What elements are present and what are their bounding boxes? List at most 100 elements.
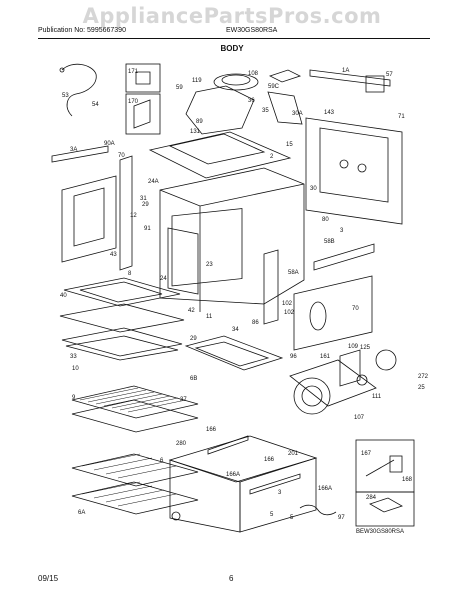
callout-53: 53 — [62, 93, 69, 99]
top-plate-2 — [148, 131, 292, 179]
inset-box-170 — [125, 93, 161, 135]
callout-29: 29 — [142, 202, 149, 208]
side-panel-70-right — [293, 275, 373, 351]
callout-131: 131 — [190, 129, 201, 135]
model-caption: BEW30GS80RSA — [356, 529, 404, 535]
model-number: EW30GS80RSA — [226, 27, 278, 34]
header-rule — [38, 38, 430, 39]
rack-9 — [71, 399, 199, 433]
callout-5: 5 — [290, 515, 294, 521]
section-title: BODY — [220, 44, 244, 53]
callout-24A: 24A — [148, 179, 159, 185]
burner-108 — [213, 73, 259, 91]
drawer-rail-166 — [207, 435, 249, 455]
callout-34: 34 — [232, 327, 239, 333]
callout-70: 70 — [352, 306, 359, 312]
callout-58A: 58A — [288, 270, 299, 276]
callout-29: 29 — [190, 336, 197, 342]
callout-42: 42 — [188, 308, 195, 314]
callout-201: 201 — [288, 451, 299, 457]
callout-166: 166 — [264, 457, 275, 463]
callout-33: 33 — [70, 354, 77, 360]
callout-280: 280 — [176, 441, 187, 447]
callout-171: 171 — [128, 69, 139, 75]
callout-107: 107 — [354, 415, 365, 421]
callout-3: 3 — [340, 228, 344, 234]
drawer-body — [168, 435, 318, 483]
callout-96: 96 — [290, 354, 297, 360]
callout-97: 97 — [338, 515, 345, 521]
callout-71: 71 — [398, 114, 405, 120]
callout-35: 35 — [262, 108, 269, 114]
callout-11: 11 — [206, 314, 213, 320]
callout-161: 161 — [320, 354, 331, 360]
drawer-rail-166-lower — [249, 473, 301, 495]
callout-2: 2 — [270, 154, 274, 160]
callout-102: 102 — [282, 301, 293, 307]
callout-168: 168 — [402, 477, 413, 483]
callout-58B: 58B — [324, 239, 335, 245]
callout-89: 89 — [196, 119, 203, 125]
back-panel-58A — [263, 249, 279, 325]
callout-12: 12 — [130, 213, 137, 219]
callout-86: 86 — [252, 320, 259, 326]
callout-125: 125 — [360, 345, 371, 351]
inset-box-167 — [355, 439, 415, 493]
callout-166A: 166A — [318, 486, 332, 492]
tray-25 — [61, 327, 183, 357]
callout-9: 9 — [72, 395, 76, 401]
callout-30: 30 — [310, 186, 317, 192]
side-panel-71 — [305, 117, 403, 225]
side-panel-90A — [61, 175, 117, 263]
top-rail-1A — [309, 69, 391, 87]
callout-30A: 30A — [292, 111, 303, 117]
callout-37: 37 — [180, 397, 187, 403]
callout-5: 5 — [270, 512, 274, 518]
callout-167: 167 — [361, 451, 372, 457]
callout-3: 3 — [278, 490, 282, 496]
callout-102: 102 — [284, 310, 295, 316]
callout-43: 43 — [110, 252, 117, 258]
wire-harness-97 — [299, 504, 337, 516]
callout-143: 143 — [324, 110, 335, 116]
callout-24: 24 — [160, 276, 167, 282]
callout-6A: 6A — [78, 510, 85, 516]
footer-page-number: 6 — [229, 574, 234, 583]
oven-rack-6 — [71, 453, 199, 487]
callout-23: 23 — [206, 262, 213, 268]
callout-59C: 59C — [268, 84, 280, 90]
igniter-cable — [61, 63, 97, 117]
side-rail-3A — [51, 145, 109, 163]
callout-6B: 6B — [190, 376, 197, 382]
callout-57: 57 — [386, 72, 393, 78]
diagram-drawings — [51, 63, 415, 533]
oven-rack-10 — [71, 385, 199, 419]
callout-59: 59 — [176, 85, 183, 91]
callout-54: 54 — [92, 102, 99, 108]
callout-70: 70 — [118, 153, 125, 159]
callout-3A: 3A — [70, 147, 77, 153]
convection-fan-107 — [289, 359, 377, 407]
rail-3 — [313, 243, 375, 271]
callout-25: 25 — [418, 385, 425, 391]
callout-6: 6 — [160, 458, 164, 464]
broiler-insert-42 — [59, 303, 185, 333]
callout-91: 91 — [144, 226, 151, 232]
broiler-pan-40 — [63, 277, 181, 307]
callout-31: 31 — [140, 196, 147, 202]
watermark: AppliancePartsPros.com — [82, 4, 382, 28]
inset-box-171 — [125, 63, 161, 93]
callout-111: 111 — [372, 394, 382, 400]
callout-119: 119 — [192, 78, 202, 84]
door-liner-34 — [184, 335, 284, 371]
callout-166: 166 — [206, 427, 217, 433]
callout-15: 15 — [286, 142, 293, 148]
callout-90A: 90A — [104, 141, 115, 147]
callout-170: 170 — [128, 99, 139, 105]
footer-date: 09/15 — [38, 574, 59, 583]
callout-36: 36 — [248, 98, 255, 104]
callout-40: 40 — [60, 293, 67, 299]
callout-284: 284 — [366, 495, 377, 501]
